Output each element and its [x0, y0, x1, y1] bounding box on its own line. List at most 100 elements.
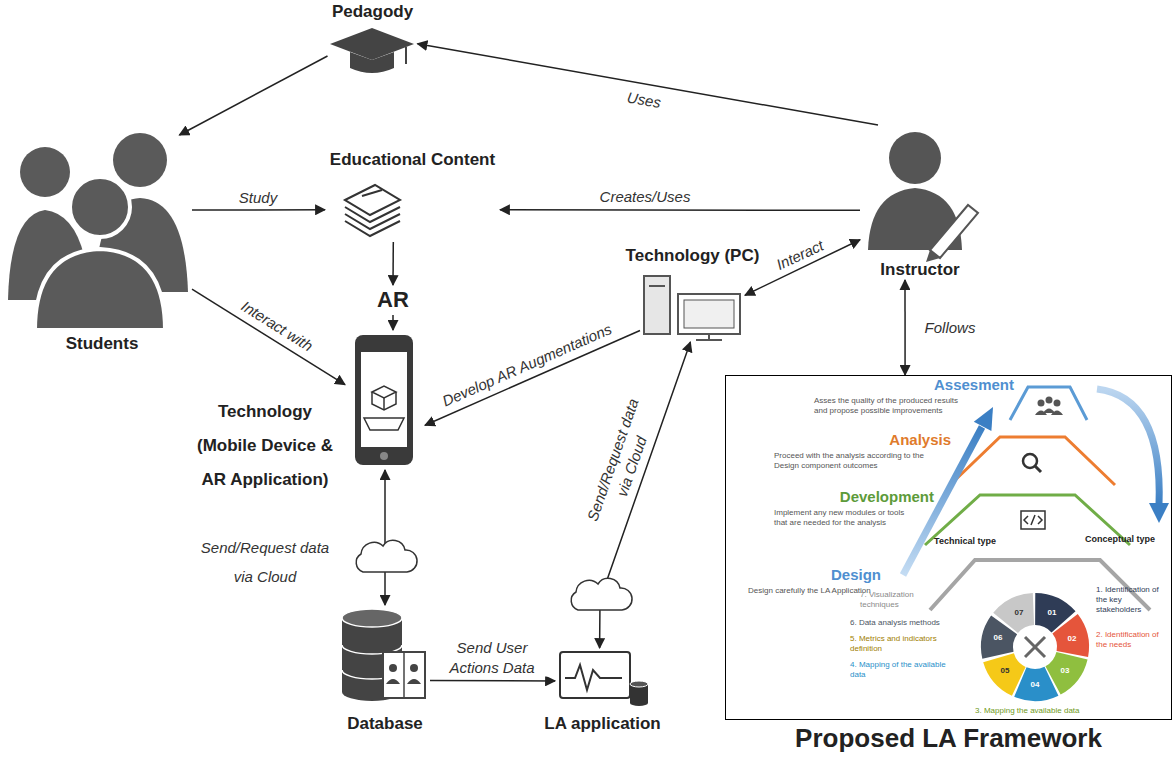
- connector-arrow: [392, 242, 394, 285]
- framework-graphic: [1038, 400, 1045, 407]
- phase-description: Asses the quality of the produced result…: [814, 396, 964, 416]
- framework-graphic: [1024, 516, 1028, 524]
- framework-graphic: [1149, 503, 1169, 523]
- node-label: Technology (Mobile Device & AR Applicati…: [190, 395, 340, 497]
- connector-arrow: [418, 44, 879, 125]
- phase-title: Analysis: [774, 431, 951, 449]
- framework-graphic: [982, 594, 1089, 701]
- node-label: Students: [66, 334, 139, 354]
- edge-label: Send/Request data via Cloud: [580, 389, 664, 538]
- cloud-icon: [356, 540, 417, 572]
- graduation-cap: [330, 28, 414, 73]
- framework-graphic: [1097, 389, 1159, 505]
- framework-graphic: [1035, 409, 1063, 416]
- mobile-node: Technology (Mobile Device & AR Applicati…: [345, 330, 425, 470]
- graduation-cap: [405, 47, 407, 64]
- framework-graphic: [1054, 400, 1061, 407]
- edge-label: Creates/Uses: [598, 187, 693, 207]
- wheel-item-label: 5. Metrics and indicators definition: [850, 634, 960, 654]
- phase-description: Design carefully the LA Application: [748, 586, 878, 596]
- phone-icon: [355, 335, 413, 465]
- students-icon: [20, 147, 70, 197]
- callout-number: 01: [1048, 608, 1057, 618]
- la-app-icon: [565, 665, 622, 690]
- database-icon: [342, 609, 402, 627]
- framework-graphic: [982, 594, 1089, 701]
- book-icon: [362, 190, 382, 196]
- graduation-cap: [350, 52, 394, 73]
- cloud-icon: [356, 540, 417, 572]
- database-icon: [389, 664, 397, 672]
- edge-label: Interact with: [236, 295, 318, 357]
- database-icon: [410, 664, 418, 672]
- connector-arrow: [384, 470, 386, 605]
- node-label: Educational Content: [330, 150, 495, 170]
- framework-graphic: [1035, 466, 1041, 472]
- edge-label: Study: [237, 188, 279, 208]
- cloud-icon: [571, 578, 632, 610]
- node-label: Database: [347, 714, 423, 734]
- connector-arrow: [192, 289, 345, 385]
- wheel-item-label: 3. Mapping the available data: [975, 706, 1105, 716]
- phone-icon: [361, 352, 407, 447]
- students-icon: [113, 133, 167, 187]
- node-label: Technology (PC): [626, 246, 760, 266]
- pc-icon: [644, 276, 670, 334]
- pc-icon: [649, 285, 665, 287]
- database-icon: [386, 679, 400, 684]
- connector-arrow: [392, 315, 394, 330]
- phone-icon: [372, 386, 396, 398]
- phone-icon: [383, 398, 385, 410]
- framework-graphic: [1031, 515, 1035, 525]
- framework-panel: Proposed LA FrameworkAssesmentAsses the …: [725, 375, 1172, 720]
- students-icon: [35, 249, 165, 330]
- edge-label: Send/Request data via Cloud: [193, 534, 337, 591]
- instructor-icon: [868, 132, 978, 262]
- wheel-item-label: 4. Mapping of the available data: [850, 660, 960, 680]
- phase-block: DevelopmentImplement any new modules or …: [774, 488, 934, 528]
- phase-title: Assesment: [814, 376, 1014, 394]
- callout-number: 02: [1068, 634, 1077, 644]
- phone-icon: [355, 335, 413, 465]
- pedagogy-node: Pedagody: [328, 2, 418, 74]
- connector-arrow: [500, 209, 860, 211]
- la-app-node: LA application: [555, 648, 650, 710]
- phase-block: AssesmentAsses the quality of the produc…: [814, 376, 1014, 416]
- students-node: Students: [12, 135, 192, 330]
- edge-label: Follows: [923, 318, 978, 338]
- pc-icon: [696, 339, 722, 341]
- database-icon: [383, 652, 425, 698]
- callout-number: Conceptual type: [1085, 534, 1155, 545]
- phase-title: Design: [748, 566, 881, 584]
- la-app-icon: [560, 652, 648, 706]
- content-node: Educational Content: [325, 150, 500, 242]
- phase-title: Development: [774, 488, 934, 506]
- callout-number: 06: [994, 633, 1003, 643]
- pc-icon: [684, 300, 734, 328]
- database-icon: [407, 679, 421, 684]
- connector-arrow: [425, 331, 640, 426]
- pc-node: Technology (PC): [640, 270, 745, 342]
- la-app-icon: [630, 681, 648, 687]
- book-icon: [345, 185, 400, 236]
- wheel-item-label: 6. Data analysis methods: [850, 618, 970, 628]
- callout-number: Technical type: [934, 536, 996, 547]
- framework-graphic: [1021, 511, 1045, 529]
- database-node: Database: [340, 605, 430, 710]
- connector-arrow: [904, 280, 906, 375]
- connector-arrow: [192, 209, 325, 211]
- node-label: Instructor: [880, 260, 959, 280]
- cloud-icon: [571, 578, 632, 610]
- framework-graphic: [990, 602, 1081, 693]
- graduation-cap: [330, 28, 414, 60]
- node-label: Proposed LA Framework: [795, 723, 1102, 754]
- phase-description: Proceed with the analysis according to t…: [774, 451, 939, 471]
- book-icon: [345, 185, 400, 215]
- phase-block: AnalysisProceed with the analysis accord…: [774, 431, 951, 471]
- framework-graphic: [1014, 626, 1056, 668]
- students-icon: [8, 133, 188, 330]
- instructor-icon: [889, 132, 941, 184]
- framework-graphic: [984, 596, 1085, 697]
- database-icon: [403, 652, 405, 698]
